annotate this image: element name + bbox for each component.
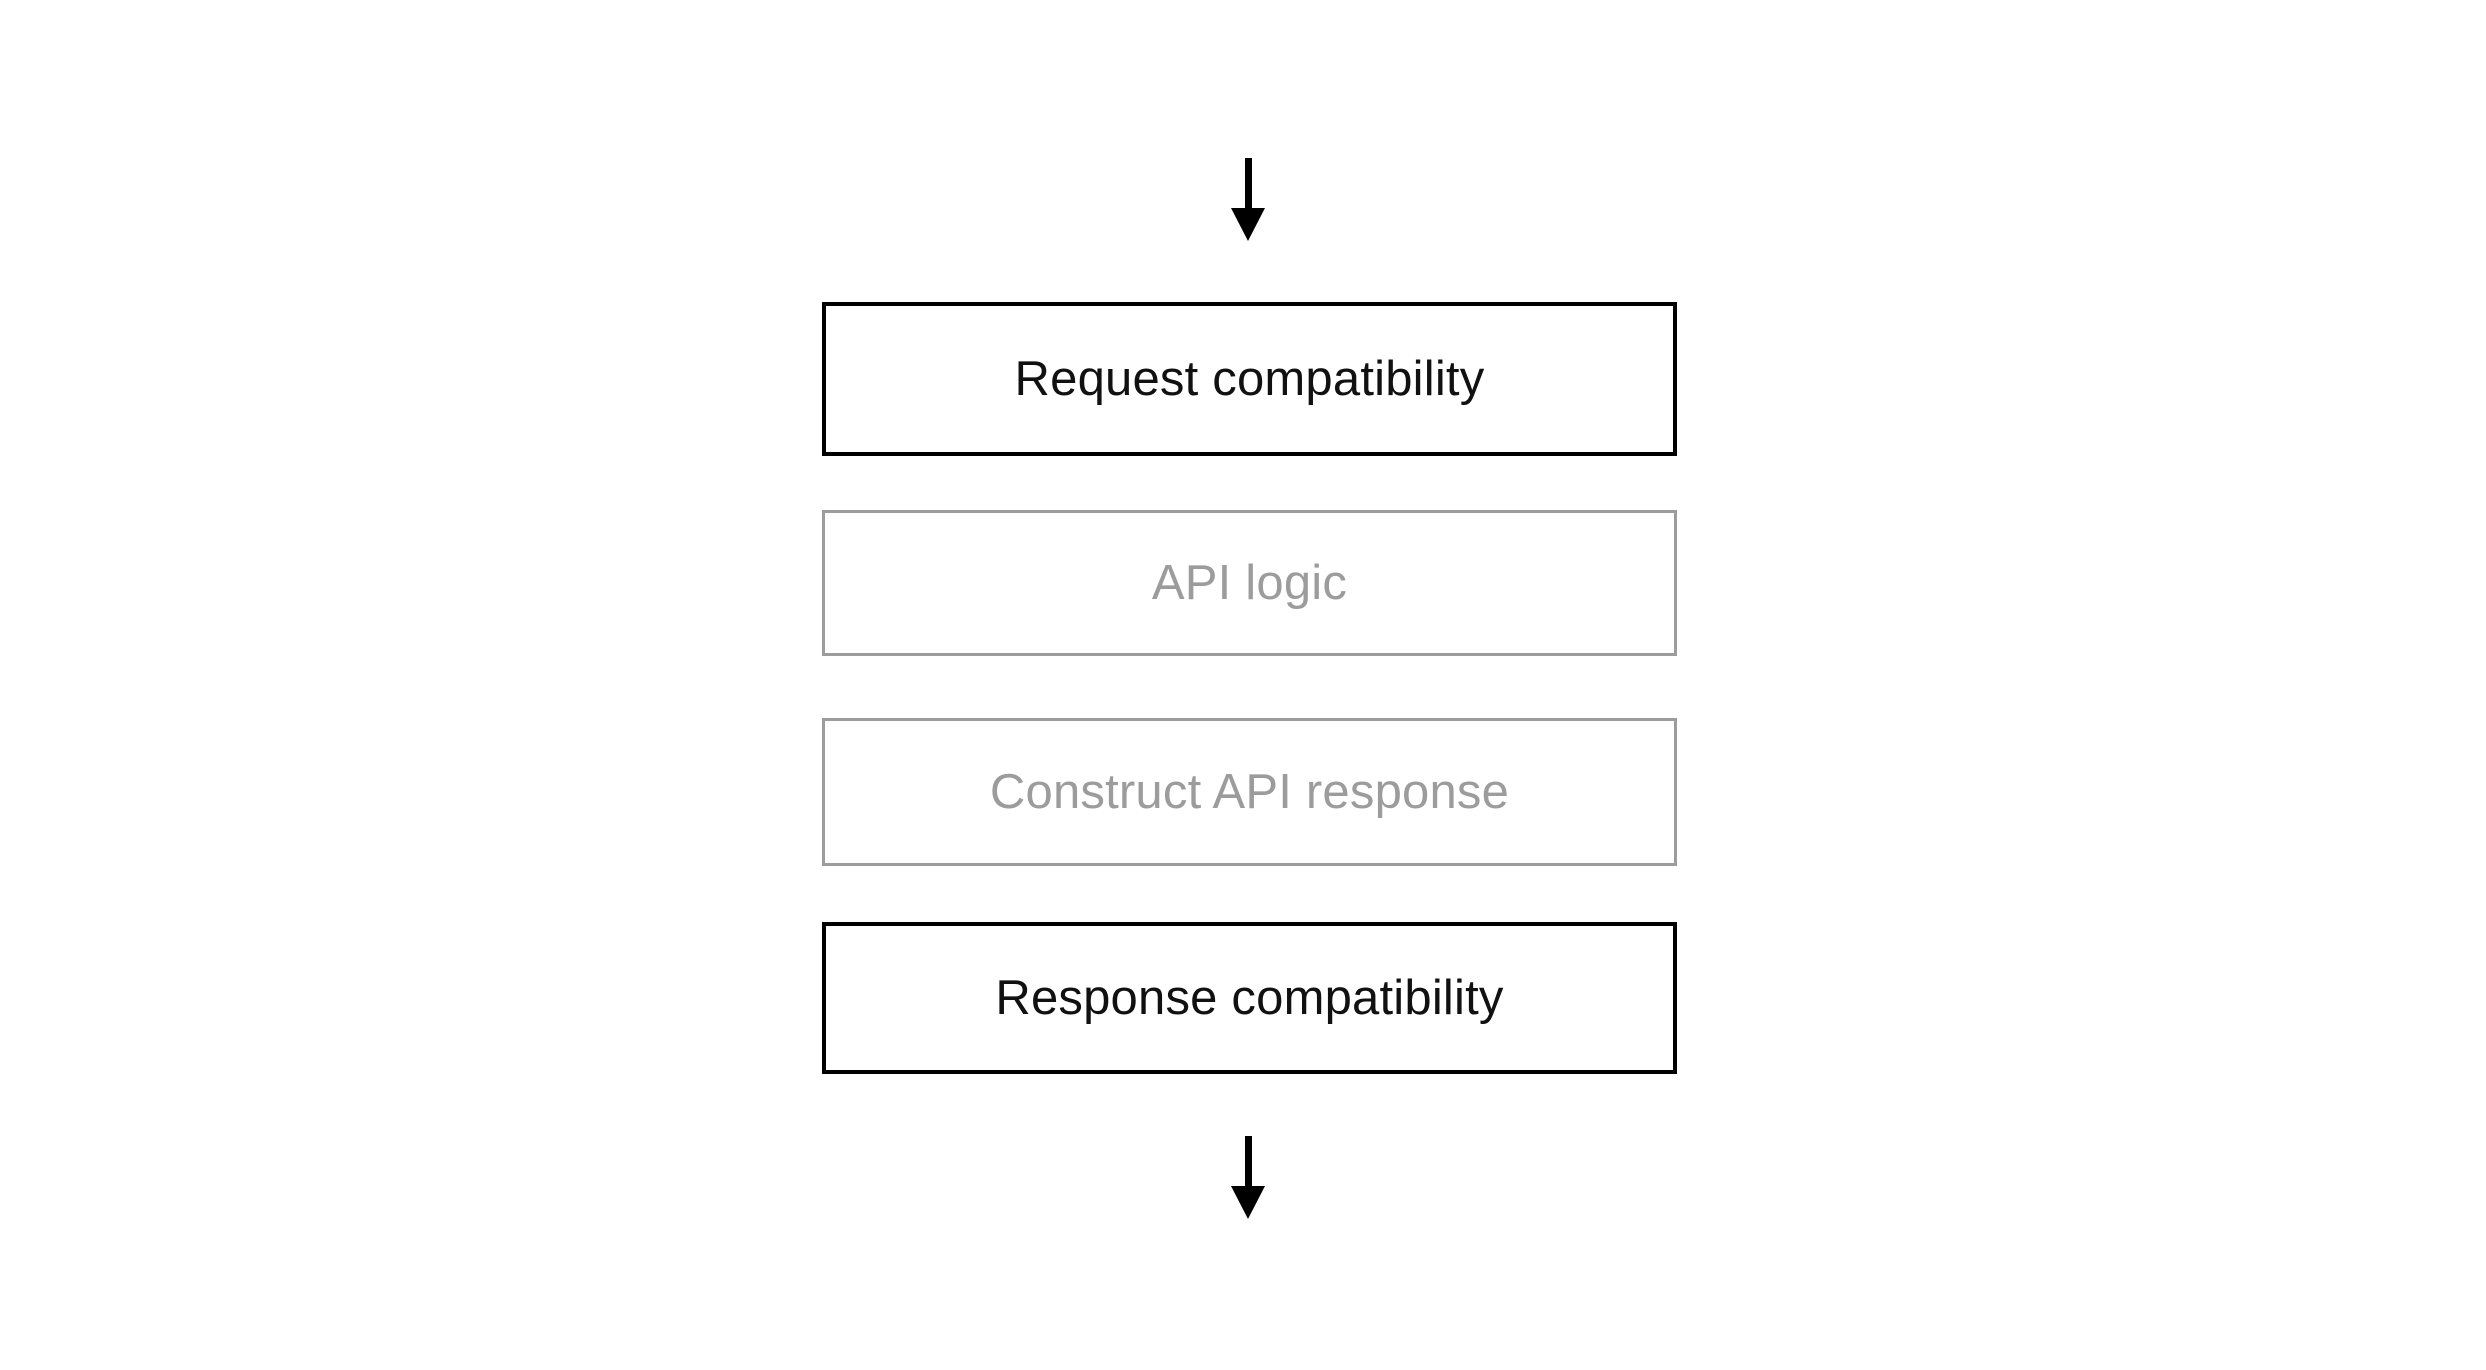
inbound-arrow-down-icon xyxy=(1231,158,1265,242)
arrow-head xyxy=(1231,1186,1265,1219)
node-construct-api-response[interactable]: Construct API response xyxy=(822,718,1677,866)
node-label: API logic xyxy=(1151,555,1348,610)
node-label: Request compatibility xyxy=(1014,351,1485,406)
node-request-compatibility[interactable]: Request compatibility xyxy=(822,302,1677,456)
node-label: Construct API response xyxy=(989,764,1510,819)
node-response-compatibility[interactable]: Response compatibility xyxy=(822,922,1677,1074)
arrow-shaft xyxy=(1244,1136,1252,1186)
node-api-logic[interactable]: API logic xyxy=(822,510,1677,656)
outbound-arrow-down-icon xyxy=(1231,1136,1265,1220)
arrow-head xyxy=(1231,208,1265,241)
node-label: Response compatibility xyxy=(995,970,1504,1025)
arrow-shaft xyxy=(1244,158,1252,208)
